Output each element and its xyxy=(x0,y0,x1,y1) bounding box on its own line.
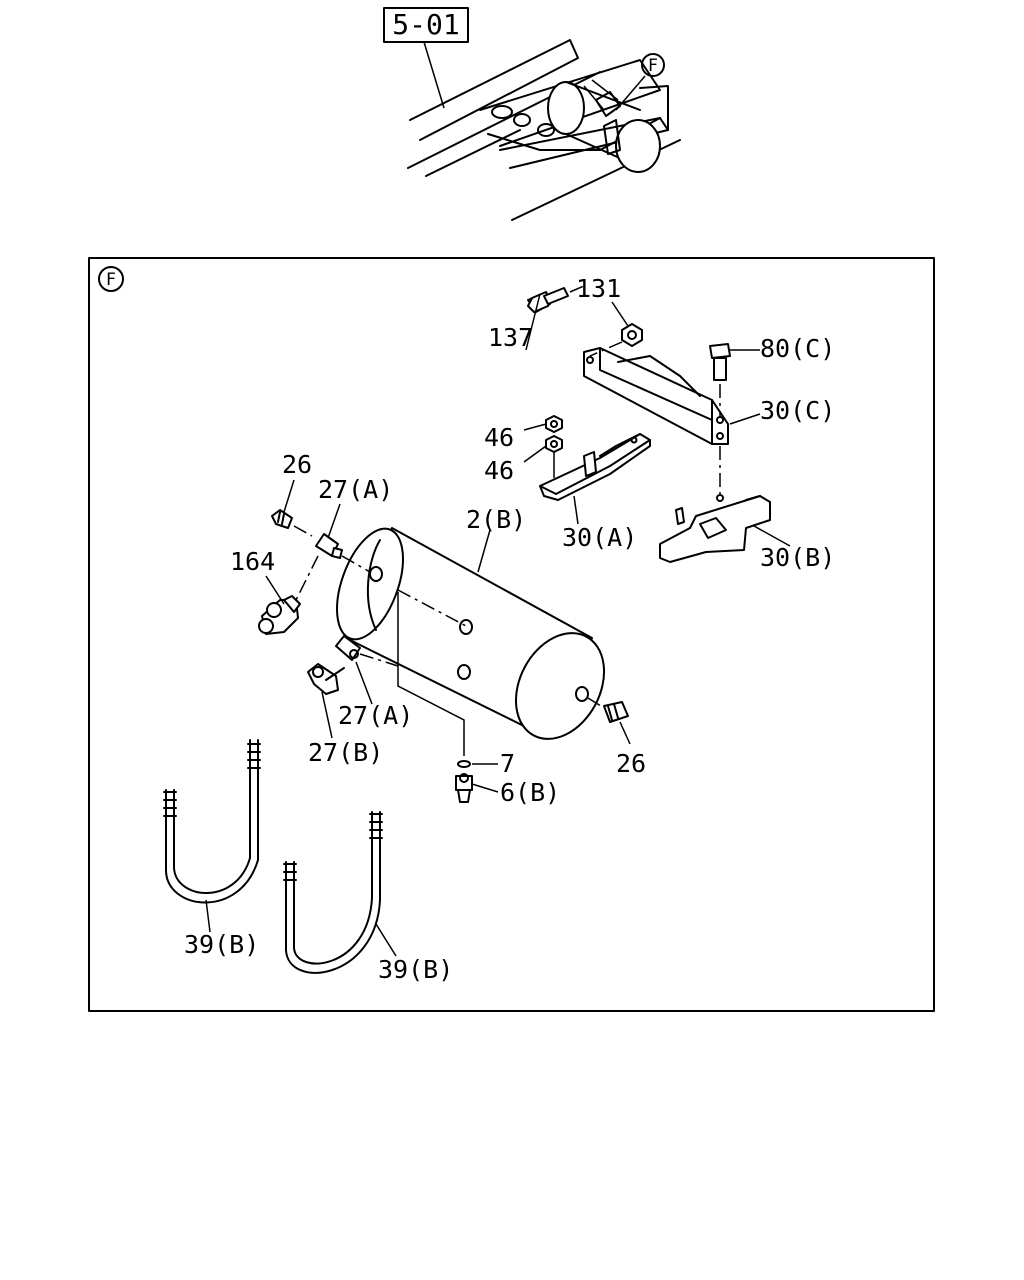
nut-131 xyxy=(589,323,643,357)
tank-port-top xyxy=(459,619,473,635)
u-bolt-39b-right xyxy=(283,811,383,974)
fitting-27b xyxy=(307,663,345,695)
routing-line xyxy=(397,592,465,756)
label-39b-right: 39(B) xyxy=(378,955,453,984)
valve-164 xyxy=(258,595,301,635)
overview-tank-end xyxy=(547,81,585,135)
plug-26-left xyxy=(271,509,313,537)
frame-rail-lower xyxy=(499,117,669,169)
part-labels: 131 137 80(C) 30(C) 46 46 30(A) 30(B) 26… xyxy=(184,274,835,984)
air-tank-2b xyxy=(336,527,606,756)
frame-hole-1 xyxy=(491,105,513,119)
detail-marker-circle-top xyxy=(641,53,665,77)
reference-leader xyxy=(423,41,445,109)
tank-port-end xyxy=(575,686,589,702)
centerline-1 xyxy=(397,589,467,627)
label-2b: 2(B) xyxy=(466,505,526,534)
tank-port-left xyxy=(369,566,383,582)
fitting-27a-top xyxy=(293,533,371,605)
tank-end-left xyxy=(336,527,404,641)
bracket-30c xyxy=(583,347,729,445)
drain-cock-6b xyxy=(455,773,473,803)
label-46-upper: 46 xyxy=(484,423,514,452)
label-39b-left: 39(B) xyxy=(184,930,259,959)
label-46-lower: 46 xyxy=(484,456,514,485)
label-6b: 6(B) xyxy=(500,778,560,807)
washer-7 xyxy=(457,760,471,768)
detail-marker-leader xyxy=(615,75,646,111)
frame-overview: 5-01 F xyxy=(383,7,681,221)
bolt-80c xyxy=(709,343,731,494)
label-27a-bottom: 27(A) xyxy=(338,701,413,730)
leader-lines xyxy=(205,293,791,957)
tank-port-mid xyxy=(457,664,471,680)
tank-end-ring xyxy=(366,539,381,631)
overview-straps xyxy=(583,79,619,111)
frame-rail-line-3 xyxy=(425,129,521,177)
label-27b: 27(B) xyxy=(308,738,383,767)
label-30a: 30(A) xyxy=(562,523,637,552)
bracket-30a xyxy=(539,433,651,501)
frame-end xyxy=(639,85,669,131)
label-164: 164 xyxy=(230,547,275,576)
overview-tank-front xyxy=(615,119,661,173)
frame-hole-2 xyxy=(513,113,531,127)
detail-marker-label-top: F xyxy=(648,56,658,76)
detail-box xyxy=(88,257,935,1012)
label-27a-top: 27(A) xyxy=(318,475,393,504)
label-7: 7 xyxy=(500,749,515,778)
label-30c: 30(C) xyxy=(760,396,835,425)
label-137: 137 xyxy=(488,323,533,352)
frame-hole-3 xyxy=(537,123,555,137)
label-30b: 30(B) xyxy=(760,543,835,572)
reference-box xyxy=(383,7,469,43)
bracket-30b xyxy=(659,494,771,563)
tank-end-right xyxy=(514,632,606,740)
u-bolt-39b-left xyxy=(163,739,261,904)
label-131: 131 xyxy=(576,274,621,303)
detail-marker-circle xyxy=(98,266,124,292)
label-26-left: 26 xyxy=(282,450,312,479)
fitting-27a-bottom xyxy=(335,635,361,661)
bolt-137 xyxy=(527,285,585,313)
frame-rail-upper xyxy=(409,39,579,141)
label-80c: 80(C) xyxy=(760,334,835,363)
detail-marker-label: F xyxy=(106,270,116,290)
centerline-2 xyxy=(359,653,399,667)
reference-box-label: 5-01 xyxy=(392,8,459,41)
nut-46-lower xyxy=(545,435,563,478)
label-26-right: 26 xyxy=(616,749,646,778)
nut-46-upper xyxy=(545,415,563,433)
plug-26-right xyxy=(587,697,629,723)
